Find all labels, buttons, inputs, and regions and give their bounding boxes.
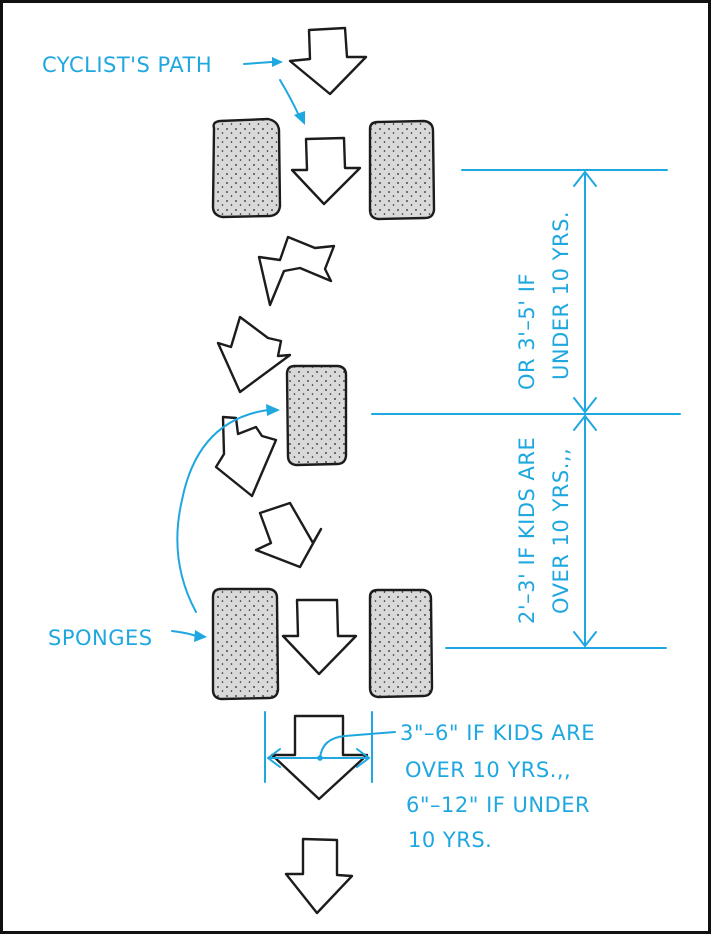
width-arrow-left [267, 748, 281, 768]
label-width-line-3: 6"–12" IF UNDER [406, 793, 590, 817]
label-width-line-2: OVER 10 YRS.,, [405, 758, 571, 782]
path-arrow-1 [288, 26, 368, 96]
sponges-pointer [171, 630, 197, 637]
path-arrow-5 [214, 415, 278, 498]
sponge-top-left [211, 117, 282, 219]
sponges-arrowhead [194, 630, 207, 642]
path-label-arrowhead [272, 57, 283, 67]
path-label-pointer [243, 61, 273, 65]
label-lower-line-2: OVER 10 YRS.,, [549, 448, 573, 614]
label-sponges: SPONGES [48, 626, 153, 650]
label-width-line-1: 3"–6" IF KIDS ARE [400, 721, 595, 745]
dimension-upper-arrow-top [573, 171, 597, 187]
path-arrow-2 [290, 136, 362, 206]
path-arrow-4 [216, 315, 292, 394]
width-arrow-right [356, 748, 370, 768]
sponge-middle [285, 364, 348, 467]
path-arrow-6 [254, 501, 323, 569]
path-arrow-9 [284, 837, 354, 915]
dimension-lower-arrow-bottom [573, 631, 597, 647]
label-width-line-4: 10 YRS. [408, 828, 492, 852]
path-label-curve-arrowhead [294, 111, 305, 125]
path-label-curve [279, 79, 301, 119]
width-leader [319, 731, 396, 759]
path-arrow-3 [257, 235, 336, 307]
label-upper-line-1: OR 3'–5' IF [515, 273, 539, 390]
label-cyclists-path: CYCLIST'S PATH [42, 53, 212, 77]
sponge-bottom-left [211, 587, 280, 701]
label-lower-distance: 2'–3' IF KIDS ARE OVER 10 YRS.,, [515, 437, 573, 624]
path-arrow-7 [281, 598, 358, 676]
sponges-curve [176, 409, 269, 613]
label-upper-line-2: UNDER 10 YRS. [549, 211, 573, 380]
label-upper-distance: OR 3'–5' IF UNDER 10 YRS. [515, 211, 573, 390]
dimension-upper-arrow-bottom [573, 397, 597, 413]
sponges-curve-arrowhead [266, 404, 280, 416]
label-lower-line-1: 2'–3' IF KIDS ARE [515, 437, 539, 624]
dimension-lower-arrow-top [573, 415, 597, 431]
sponge-top-right [368, 119, 436, 221]
sponge-bottom-right [368, 588, 434, 699]
annotation-lines [171, 57, 681, 783]
